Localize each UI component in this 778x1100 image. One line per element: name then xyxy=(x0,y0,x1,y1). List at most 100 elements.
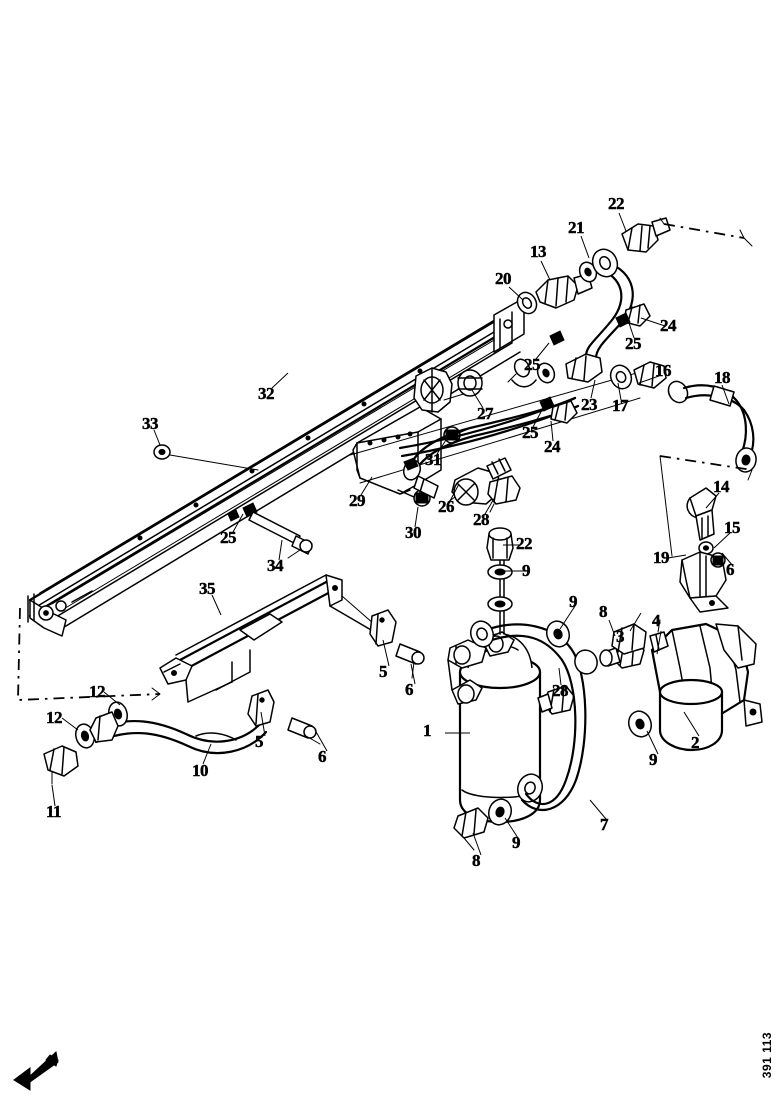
mid-tube-group xyxy=(349,330,667,499)
leader-8b xyxy=(472,832,482,856)
bracket-14-group xyxy=(679,487,729,613)
page-code-watermark: 391 113 xyxy=(760,1031,774,1078)
part-22b-fitting xyxy=(486,527,514,561)
leader-12b xyxy=(61,717,79,731)
drier-bottom-port xyxy=(516,773,544,803)
callout-25a: 25 xyxy=(625,334,642,353)
leader-5a xyxy=(382,639,390,667)
leader-10 xyxy=(202,743,212,765)
hose-joint-upper xyxy=(565,353,603,383)
callout-26: 26 xyxy=(438,497,455,516)
part-17-fitting xyxy=(609,364,633,390)
hose-7-right-union xyxy=(574,649,598,675)
part-18-tube xyxy=(667,380,757,473)
part-25a-clip xyxy=(615,312,631,328)
part-25b-clip xyxy=(549,330,565,346)
bracket-35-group xyxy=(43,574,425,785)
callout-13: 13 xyxy=(530,242,547,261)
callout-3: 3 xyxy=(616,627,625,646)
callout-28b: 28 xyxy=(552,681,569,700)
callout-17: 17 xyxy=(612,396,629,415)
callout-24b: 24 xyxy=(544,437,561,456)
front-direction-arrow xyxy=(13,1051,59,1091)
callout-34: 34 xyxy=(267,556,284,575)
part-7-hose xyxy=(469,620,598,812)
leader-3 xyxy=(629,612,642,632)
callout-29a: 29 xyxy=(349,491,366,510)
leader-23a xyxy=(590,379,596,399)
callout-31: 31 xyxy=(425,450,442,469)
part-21-oring xyxy=(591,248,619,278)
leader-26 xyxy=(449,483,460,502)
leader-7 xyxy=(589,799,607,820)
leader-24b xyxy=(550,420,554,442)
callout-6a: 6 xyxy=(405,680,414,699)
hose-7-upper-union xyxy=(469,620,495,648)
callout-21: 21 xyxy=(568,218,585,237)
callout-14: 14 xyxy=(713,477,730,496)
leader-17 xyxy=(617,382,622,401)
leader-28a xyxy=(484,496,496,515)
leader-31 xyxy=(436,439,447,455)
leader-8a xyxy=(608,619,616,637)
socket-mid-b xyxy=(536,362,556,384)
leader-4 xyxy=(656,630,662,655)
leader-16 xyxy=(638,375,660,384)
hose-10-left-end xyxy=(89,711,119,743)
part-28b-fitting xyxy=(537,685,575,715)
leader-9b xyxy=(559,605,576,630)
part-24b-fitting xyxy=(550,400,578,424)
leader-9d xyxy=(504,817,519,839)
part-5a-clamp xyxy=(369,609,397,647)
leader-2 xyxy=(683,711,700,737)
leader-22a xyxy=(618,212,627,232)
leader-18 xyxy=(721,384,730,405)
callout-18: 18 xyxy=(714,368,731,387)
leader-11 xyxy=(51,784,56,807)
callout-25b: 25 xyxy=(524,355,541,374)
part-11-fitting xyxy=(43,745,79,785)
leader-14 xyxy=(705,492,720,509)
callout-10: 10 xyxy=(192,761,209,780)
socket-mid-a xyxy=(507,358,531,383)
part-9c-oring xyxy=(627,710,653,738)
callout-19: 19 xyxy=(653,548,670,567)
part-9-oring-stem xyxy=(487,596,513,612)
part-6a-bolt xyxy=(395,643,425,679)
callout-22a: 22 xyxy=(608,194,625,213)
leader-lines xyxy=(51,212,734,856)
leader-19 xyxy=(667,554,687,559)
compressor-2 xyxy=(545,619,763,752)
upper-hose-group xyxy=(516,217,671,383)
leader-27 xyxy=(471,389,484,409)
part-6c-bolt xyxy=(710,552,726,568)
leader-15 xyxy=(713,532,731,549)
callout-35: 35 xyxy=(199,579,216,598)
condenser-assembly xyxy=(27,297,525,637)
leader-21 xyxy=(580,235,590,259)
callout-8b: 8 xyxy=(472,851,481,870)
leader-6c xyxy=(721,552,734,567)
leader-12a xyxy=(103,691,121,706)
part-9a-oring xyxy=(487,564,513,580)
part-33-grommet xyxy=(153,444,259,471)
callout-5b: 5 xyxy=(255,732,264,751)
leader-35 xyxy=(211,594,222,616)
callout-25c: 25 xyxy=(522,423,539,442)
callout-2: 2 xyxy=(691,733,700,752)
callout-5a: 5 xyxy=(379,662,388,681)
callout-9a: 9 xyxy=(522,561,531,580)
callout-12b: 12 xyxy=(46,708,63,727)
callout-9c: 9 xyxy=(649,750,658,769)
part-28a-fitting xyxy=(487,475,521,513)
oring-small-upper xyxy=(578,261,598,283)
leader-25b xyxy=(535,342,550,360)
leader-33 xyxy=(153,429,161,446)
callout-25d: 25 xyxy=(220,528,237,547)
hub-nut-upper xyxy=(457,369,483,397)
leader-28b xyxy=(558,667,562,686)
callout-20: 20 xyxy=(495,269,512,288)
leader-24a xyxy=(640,317,666,327)
